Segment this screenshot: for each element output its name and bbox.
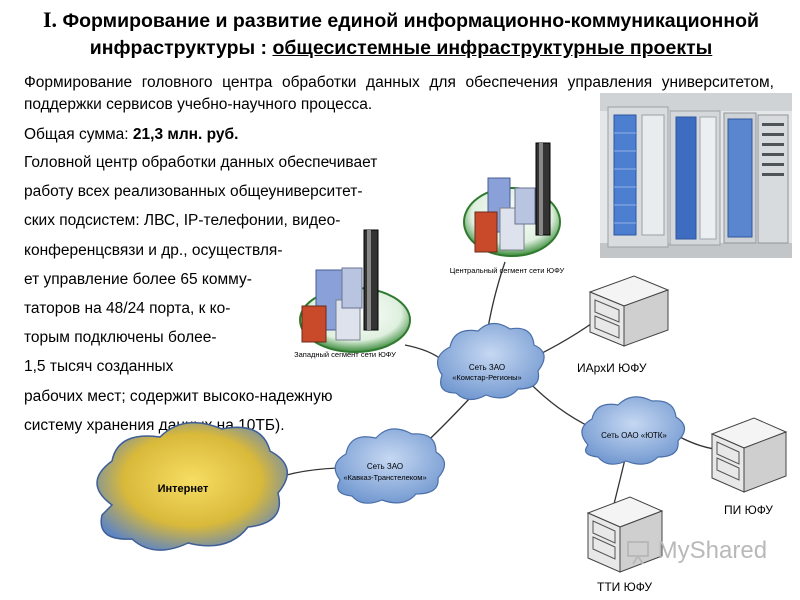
body-line: торым подключены более- xyxy=(24,329,217,347)
body-line: работу всех реализованных общеуниверсите… xyxy=(24,183,363,201)
west-segment-node xyxy=(299,229,411,353)
server-pi xyxy=(710,417,788,493)
cloud-comstar xyxy=(436,322,545,401)
title-underlined-text: общесистемные инфраструктурные проекты xyxy=(272,37,713,59)
intro-paragraph: Формирование головного центра обработки … xyxy=(24,74,774,113)
title-roman-numeral: I. xyxy=(42,7,58,32)
body-line: ских подсистем: ЛВС, IP-телефонии, видео… xyxy=(24,212,341,230)
cloud-kavkaz-label-line2: «Кавказ-Транстелеком» xyxy=(343,473,426,482)
server-tti-label: ТТИ ЮФУ xyxy=(597,580,652,594)
title-text: Формирование и развитие единой информаци… xyxy=(57,10,759,59)
presentation-board-icon xyxy=(627,540,649,565)
central-segment-node xyxy=(463,142,561,257)
cloud-utk-label: Сеть ОАО «ЮТК» xyxy=(601,431,667,440)
cloud-internet xyxy=(96,421,288,551)
cloud-comstar-label-line1: Сеть ЗАО xyxy=(469,363,505,372)
cloud-kavkaz xyxy=(334,428,446,504)
cloud-kavkaz-label-line1: Сеть ЗАО xyxy=(367,462,403,471)
central-segment-label: Центральный сегмент сети ЮФУ xyxy=(450,266,565,275)
body-line: конференцсвязи и др., осуществля- xyxy=(24,241,283,259)
server-pi-label: ПИ ЮФУ xyxy=(724,503,773,517)
body-line: Головной центр обработки данных обеспечи… xyxy=(24,154,378,171)
internet-label: Интернет xyxy=(158,483,209,495)
total-sum: Общая сумма: 21,3 млн. руб. xyxy=(24,126,238,144)
server-iarhi-label: ИАрхИ ЮФУ xyxy=(577,361,647,375)
slide-title: I. Формирование и развитие единой информ… xyxy=(16,6,786,62)
cloud-comstar-label-line2: «Комстар-Регионы» xyxy=(452,373,521,382)
body-line: ет управление более 65 комму- xyxy=(24,270,252,288)
description-text: Головной центр обработки данных обеспечи… xyxy=(24,148,464,440)
sum-label: Общая сумма: xyxy=(24,126,133,143)
body-line: рабочих мест; содержит высоко-надежную xyxy=(24,387,333,405)
body-line: таторов на 48/24 порта, к ко- xyxy=(24,300,231,318)
watermark: MyShared xyxy=(625,537,767,565)
sum-value: 21,3 млн. руб. xyxy=(132,126,239,143)
west-segment-label: Западный сегмент сети ЮФУ xyxy=(294,350,396,359)
server-iarhi xyxy=(588,275,670,347)
cloud-utk xyxy=(581,396,686,465)
server-room-photo xyxy=(600,93,792,258)
body-line: 1,5 тысяч созданных xyxy=(24,358,174,376)
watermark-text: MyShared xyxy=(657,537,768,564)
